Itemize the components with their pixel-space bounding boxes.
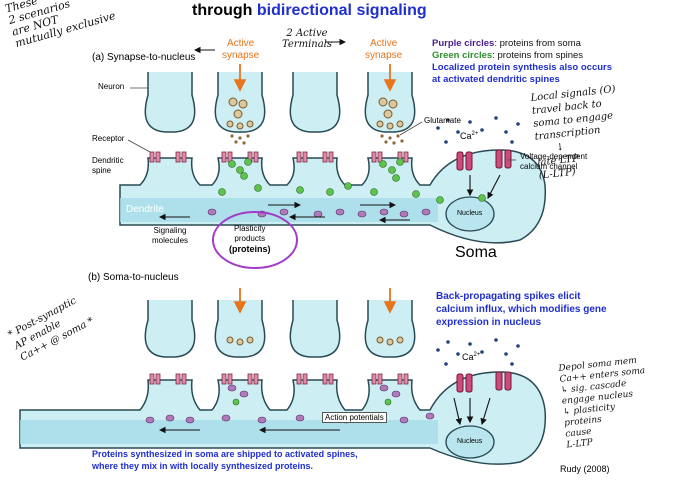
panel-b-graphic: [19, 288, 547, 465]
soma-label: Soma: [455, 244, 497, 261]
ca-label-b: Ca2+: [462, 352, 481, 362]
protein-highlight-circle: [212, 211, 298, 269]
header-emphasis: bidirectional signaling: [256, 2, 427, 19]
synaptic-vesicles: [226, 97, 404, 130]
citation: Rudy (2008): [560, 464, 610, 474]
nucleus-a: [445, 196, 495, 232]
glutamate-release: [230, 134, 404, 145]
section-b-title: (b) Soma-to-nucleus: [88, 272, 179, 283]
section-a-title: (a) Synapse-to-nucleus: [92, 52, 196, 63]
header: through bidirectional signaling: [192, 2, 427, 20]
proteins-shipped-text: Proteins synthesized in soma are shipped…: [92, 449, 358, 471]
dendrite-label: Dendrite: [126, 204, 164, 215]
panel-a-graphic: [119, 38, 547, 269]
receptor-label: Receptor: [92, 134, 125, 143]
header-prefix: through: [192, 2, 257, 19]
purple-proteins-a: [207, 208, 431, 218]
dendrite-band-a: [120, 198, 438, 222]
ca-label-a: Ca2+: [460, 131, 479, 141]
green-proteins-a: [218, 158, 486, 204]
action-potentials-label: Action potentials: [322, 412, 387, 423]
terminal-1: [144, 72, 196, 133]
calcium-channels-a: [456, 149, 512, 171]
receptors-a: [149, 151, 409, 163]
presynaptic-terminals: [144, 72, 416, 133]
nucleus-label-b: Nucleus: [457, 438, 483, 445]
nucleus-b: [445, 425, 495, 459]
calcium-ions-a: [436, 116, 520, 144]
neuron-label: Neuron: [98, 82, 125, 91]
nucleus-label-a: Nucleus: [457, 210, 483, 217]
legend: Purple circles: proteins from soma Green…: [432, 38, 613, 85]
glutamate-label: Glutamate: [424, 116, 461, 125]
presynaptic-terminals-b: [144, 300, 416, 358]
signaling-arrows-a: [158, 38, 501, 224]
handwritten-right-a: Local signals (O)travel back to soma to …: [530, 84, 617, 182]
terminal-3: [289, 72, 341, 133]
